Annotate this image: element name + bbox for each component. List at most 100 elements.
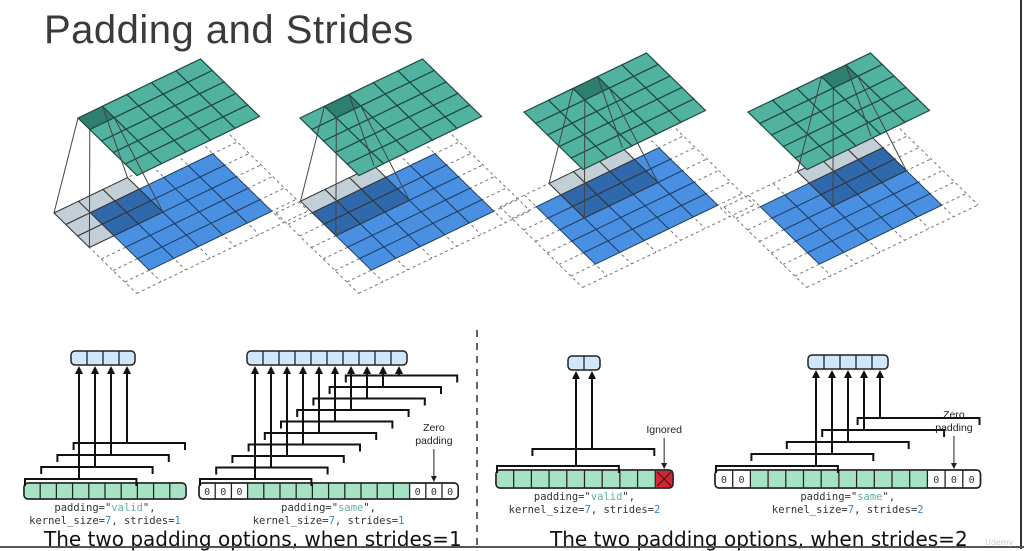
kernel-bracket — [822, 430, 944, 437]
right-edge-border — [1020, 0, 1022, 549]
input-cell — [550, 471, 567, 488]
kernel-bracket — [346, 376, 457, 383]
input-cell — [313, 484, 328, 499]
input-cell — [378, 484, 393, 499]
kernel-bracket — [313, 399, 424, 406]
zero-pad-cell: 0 — [204, 487, 210, 498]
zero-pad-cell: 0 — [969, 475, 975, 486]
kernel-brackets — [25, 366, 185, 486]
input-cell — [603, 471, 620, 488]
output-row-frame — [808, 355, 888, 369]
input-cell — [57, 484, 72, 499]
input-cell — [585, 471, 602, 488]
arrow-head-icon — [331, 366, 339, 374]
input-cell — [910, 471, 927, 488]
input-cell — [362, 484, 377, 499]
input-cell — [751, 471, 768, 488]
kernel-bracket — [532, 449, 654, 456]
kernel-bracket — [265, 433, 376, 440]
annotation-label: Zero — [943, 409, 965, 421]
output-grid — [78, 59, 260, 176]
output-row — [71, 351, 135, 365]
arrow-head-icon — [363, 366, 371, 374]
input-cell — [138, 484, 153, 499]
kernel-brackets — [200, 366, 457, 486]
conv-3d-2 — [276, 59, 530, 294]
input-cell — [893, 471, 910, 488]
padding-panel-valid-s1: padding="valid",kernel_size=7, strides=1 — [24, 351, 186, 527]
kernel-bracket — [281, 422, 392, 429]
kernel-strides-label: kernel_size=7, strides=1 — [253, 515, 405, 527]
input-cell — [804, 471, 821, 488]
input-row — [24, 483, 186, 499]
arrow-head-icon — [379, 366, 387, 374]
input-cell — [106, 484, 121, 499]
arrow-head-icon — [75, 366, 83, 374]
zero-pad-cell: 0 — [415, 487, 421, 498]
output-row — [568, 356, 600, 370]
annotation-label: Zero — [423, 422, 445, 434]
zero-pad-cell: 0 — [951, 475, 957, 486]
input-cell — [787, 471, 804, 488]
arrow-head-icon — [588, 371, 596, 379]
arrow-head-icon — [347, 366, 355, 374]
annotation-label: padding — [935, 422, 973, 434]
arrow-head-icon — [860, 370, 868, 378]
arrow-head-icon — [844, 370, 852, 378]
padding-param-label: padding="same", — [800, 491, 895, 503]
arrow-head-icon — [283, 366, 291, 374]
zero-pad-cell: 0 — [721, 475, 727, 486]
input-cell — [73, 484, 88, 499]
input-cell — [875, 471, 892, 488]
output-grid — [524, 53, 706, 170]
kernel-bracket — [787, 442, 909, 449]
arrow-head-icon — [572, 371, 580, 379]
annotation-arrow-head-icon — [431, 476, 437, 482]
arrow-head-icon — [299, 366, 307, 374]
kernel-strides-label: kernel_size=7, strides=2 — [509, 504, 661, 516]
arrow-head-icon — [267, 366, 275, 374]
kernel-bracket — [216, 468, 327, 475]
annotation-label: padding — [415, 435, 453, 447]
output-row — [808, 355, 888, 369]
input-cell — [154, 484, 169, 499]
arrow-head-icon — [107, 366, 115, 374]
kernel-bracket — [297, 410, 408, 417]
output-grid — [300, 59, 482, 176]
arrow-head-icon — [91, 366, 99, 374]
input-cell — [41, 484, 56, 499]
arrow-head-icon — [251, 366, 259, 374]
arrow-head-icon — [395, 366, 403, 374]
input-cell — [122, 484, 137, 499]
zero-pad-cell: 0 — [431, 487, 437, 498]
kernel-bracket — [330, 387, 441, 394]
conv-3d-4 — [724, 53, 978, 288]
input-cell — [346, 484, 361, 499]
zero-pad-cell: 0 — [220, 487, 226, 498]
arrow-head-icon — [828, 370, 836, 378]
input-cell — [857, 471, 874, 488]
annotation-label: Ignored — [646, 424, 682, 436]
padding-param-label: padding="valid", — [54, 502, 155, 514]
input-cell — [394, 484, 409, 499]
kernel-bracket — [751, 454, 873, 461]
kernel-brackets — [497, 371, 654, 473]
input-cell — [822, 471, 839, 488]
kernel-bracket — [41, 467, 152, 474]
arrow-head-icon — [876, 370, 884, 378]
input-cell — [248, 484, 263, 499]
input-cell — [497, 471, 514, 488]
arrow-head-icon — [123, 366, 131, 374]
zero-pad-cell: 0 — [933, 475, 939, 486]
projection-line — [54, 118, 78, 213]
input-cell — [297, 484, 312, 499]
input-cell — [329, 484, 344, 499]
input-row — [496, 470, 673, 488]
conv-3d-1 — [54, 59, 308, 294]
input-cell — [514, 471, 531, 488]
arrow-head-icon — [812, 370, 820, 378]
input-cell — [638, 471, 655, 488]
